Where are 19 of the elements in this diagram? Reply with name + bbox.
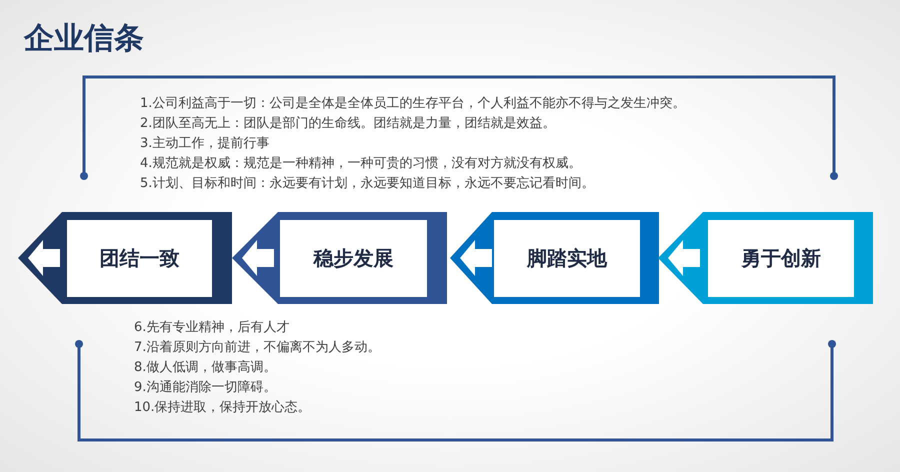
list-item: 4.规范就是权威：规范是一种精神，一种可贵的习惯，没有对方就没有权威。 xyxy=(140,155,582,172)
list-item: 6.先有专业精神，后有人才 xyxy=(134,319,290,336)
tag-shape xyxy=(232,212,447,304)
tag-label: 稳步发展 xyxy=(314,246,394,270)
tag-label: 勇于创新 xyxy=(741,246,821,270)
list-item: 9.沟通能消除一切障碍。 xyxy=(134,379,276,396)
list-item: 2.团队至高无上：团队是部门的生命线。团结就是力量，团结就是效益。 xyxy=(140,115,556,132)
list-item: 8.做人低调，做事高调。 xyxy=(134,359,276,376)
title: 企业信条 xyxy=(24,20,144,58)
tag-label: 团结一致 xyxy=(100,246,180,270)
tag-label: 脚踏实地 xyxy=(527,246,607,270)
tag-shape xyxy=(658,212,873,304)
tag-shape xyxy=(18,212,232,304)
list-item: 5.计划、目标和时间：永远要有计划，永远要知道目标，永远不要忘记看时间。 xyxy=(140,175,594,192)
list-item: 10.保持进取，保持开放心态。 xyxy=(134,399,311,416)
list-item: 3.主动工作，提前行事 xyxy=(140,135,270,152)
list-item: 1.公司利益高于一切：公司是全体是全体员工的生存平台，个人利益不能亦不得与之发生冲突。 xyxy=(140,95,686,112)
tag-shape xyxy=(450,212,659,304)
list-item: 7.沿着原则方向前进，不偏离不为人多动。 xyxy=(134,339,380,356)
